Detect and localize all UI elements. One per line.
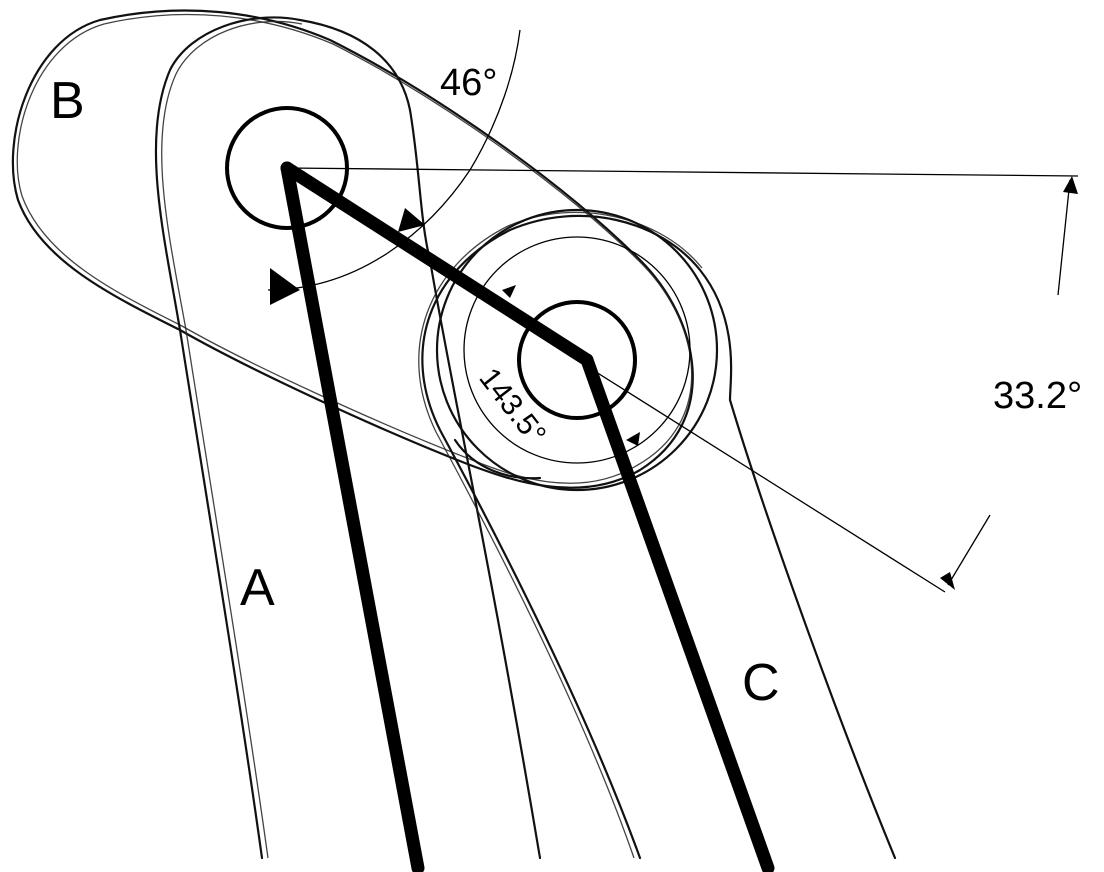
dimension-arrow-down bbox=[940, 572, 955, 590]
member-b-outline bbox=[11, 9, 694, 489]
arrow-left-marker bbox=[270, 268, 300, 305]
arrow-top-marker bbox=[398, 208, 425, 232]
label-member-a: A bbox=[240, 559, 275, 617]
label-member-b: B bbox=[50, 72, 85, 130]
angled-reference-line bbox=[576, 359, 946, 593]
angle-46-arc bbox=[267, 29, 521, 291]
dimension-arrow-up bbox=[1063, 176, 1078, 194]
joint-lower-pin bbox=[517, 300, 637, 420]
dimension-line-lower bbox=[947, 514, 991, 586]
label-member-c: C bbox=[742, 654, 780, 712]
link-c-bar bbox=[580, 353, 775, 872]
member-c-outline bbox=[418, 211, 897, 860]
member-a-outline bbox=[154, 16, 542, 860]
link-a-bar bbox=[280, 161, 425, 872]
arrow-joint-upper bbox=[502, 285, 516, 298]
linkage-links bbox=[280, 161, 775, 872]
label-angle-right: 33.2° bbox=[993, 375, 1082, 417]
joint-c-outer-circle bbox=[435, 208, 719, 492]
label-angle-top: 46° bbox=[440, 62, 497, 104]
horizontal-reference-line bbox=[286, 167, 1079, 177]
joint-c-angle-arc bbox=[463, 236, 691, 464]
link-b-bar bbox=[280, 161, 594, 367]
dimension-line-upper bbox=[1057, 179, 1071, 296]
arrow-joint-lower bbox=[626, 432, 640, 446]
